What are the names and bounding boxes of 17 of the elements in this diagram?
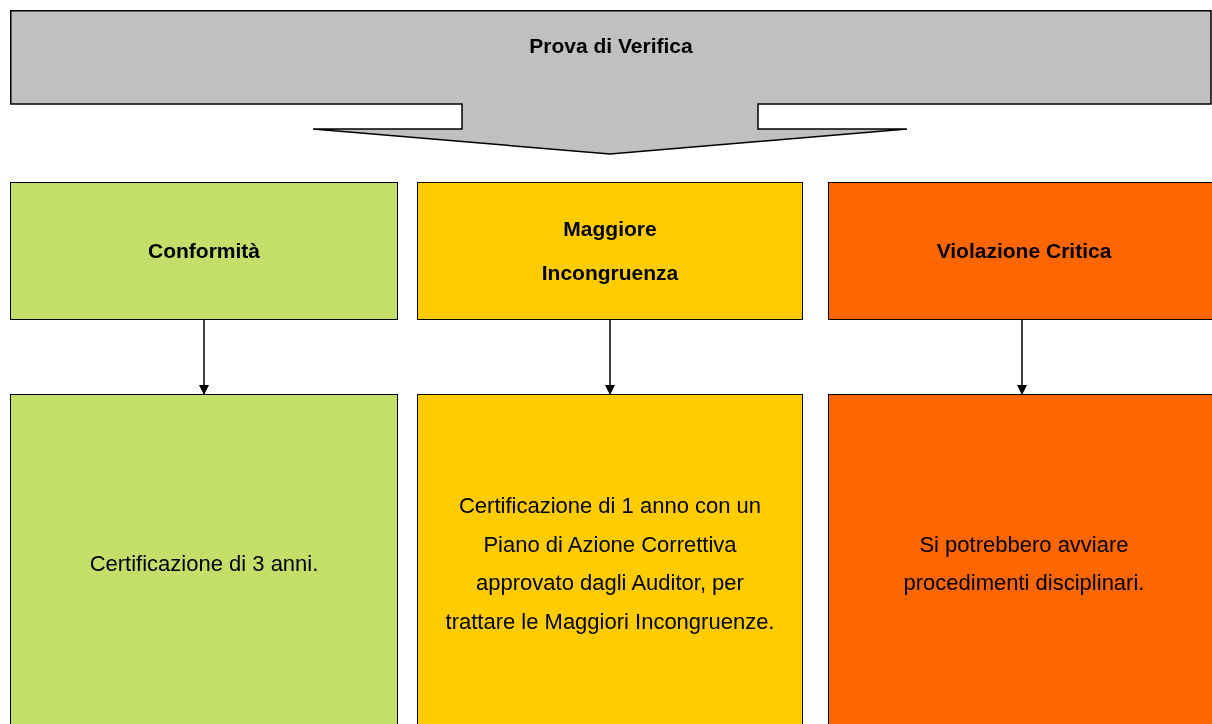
category-box: [828, 182, 1212, 320]
outcome-box: [10, 394, 398, 724]
callout-arrow-shape: [10, 10, 1212, 155]
title-text: Prova di Verifica: [528, 34, 694, 58]
category-label: Maggiore Incongruenza: [540, 215, 680, 286]
outcome-text: Certificazione di 3 anni.: [89, 549, 319, 578]
outcome-box: [828, 394, 1212, 724]
arrow: [605, 319, 615, 395]
outcome-box: [417, 394, 803, 724]
category-box: [417, 182, 803, 320]
category-box: [10, 182, 398, 320]
category-label: Conformità: [148, 237, 260, 264]
category-label: Violazione Critica: [936, 237, 1112, 264]
outcome-text: Si potrebbero avviare procedimenti disciplinari.: [902, 530, 1146, 597]
outcome-text: Certificazione di 1 anno con un Piano di Azione Correttiva approvato dagli Auditor, per trattare le Maggiori Incongruenze.: [445, 492, 775, 636]
arrow: [199, 319, 209, 395]
arrow: [1017, 319, 1027, 395]
